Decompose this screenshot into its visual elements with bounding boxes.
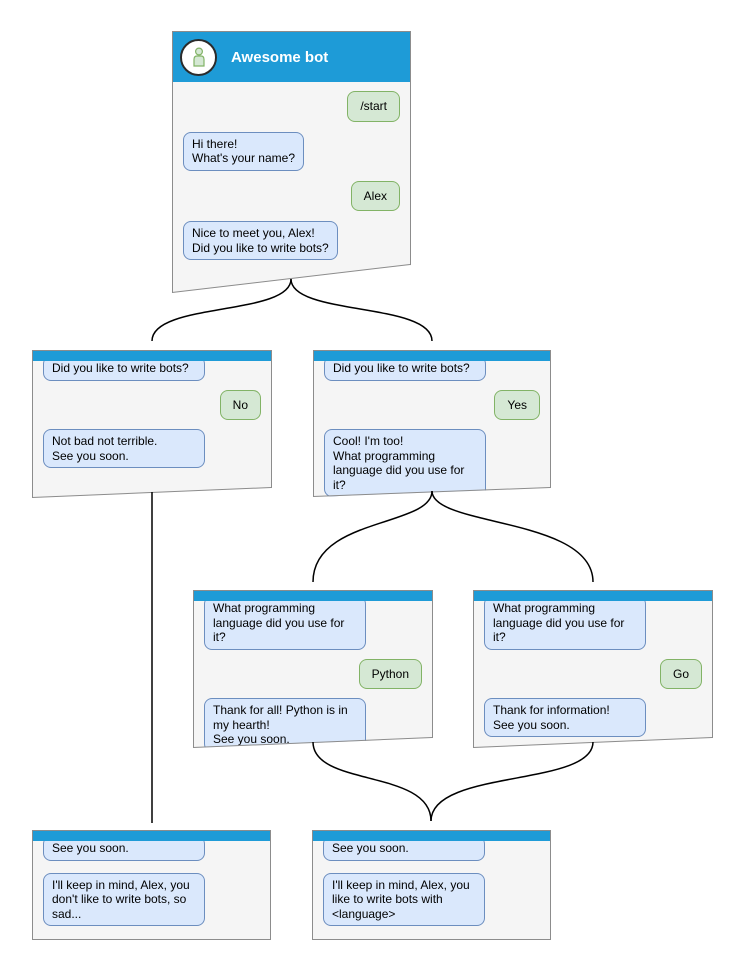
bot-message-bubble: Thank for all! Python is in my hearth! S… — [204, 698, 366, 748]
chat-header — [474, 591, 712, 601]
bot-message-bubble: Nice to meet you, Alex! Did you like to … — [183, 221, 338, 260]
chat-messages: /start Hi there! What's your name? Alex … — [173, 82, 410, 270]
chat-header — [194, 591, 432, 601]
user-message-bubble: No — [219, 389, 261, 420]
bot-message-bubble: What programming language did you use fo… — [484, 596, 646, 650]
chat-window-end-no: See you soon. I'll keep in mind, Alex, y… — [32, 830, 271, 940]
bot-message-bubble: I'll keep in mind, Alex, you don't like … — [43, 872, 205, 926]
arrow-go-to-end — [430, 741, 594, 822]
chat-header — [313, 831, 550, 841]
chat-header — [33, 831, 270, 841]
bot-message-bubble: I'll keep in mind, Alex, you like to wri… — [323, 872, 485, 926]
chat-window-branch-python: What programming language did you use fo… — [193, 590, 433, 748]
arrow-root-to-yes — [290, 278, 433, 342]
chat-messages: Did you like to write bots? Yes Cool! I'… — [314, 356, 550, 497]
user-message-bubble: Python — [358, 658, 422, 689]
chat-window-end-language: See you soon. I'll keep in mind, Alex, y… — [312, 830, 551, 940]
bot-message-bubble: Not bad not terrible. See you soon. — [43, 429, 205, 468]
chat-title: Awesome bot — [231, 48, 329, 66]
person-icon — [192, 47, 205, 67]
arrow-python-to-end — [312, 741, 432, 822]
bot-message-bubble: Thank for information! See you soon. — [484, 698, 646, 737]
chat-messages: Did you like to write bots? No Not bad n… — [33, 356, 271, 477]
chat-window-branch-yes: Did you like to write bots? Yes Cool! I'… — [313, 350, 551, 497]
avatar — [180, 38, 217, 76]
chat-window-branch-go: What programming language did you use fo… — [473, 590, 713, 748]
user-message-bubble: /start — [347, 91, 400, 122]
user-message-bubble: Yes — [494, 389, 540, 420]
arrow-yes-to-python — [312, 490, 433, 583]
bot-message-bubble: Cool! I'm too! What programming language… — [324, 429, 486, 497]
bot-message-bubble: Hi there! What's your name? — [183, 131, 305, 171]
arrow-yes-to-go — [431, 490, 594, 583]
chat-messages: See you soon. I'll keep in mind, Alex, y… — [313, 836, 550, 938]
chat-header — [33, 351, 271, 361]
chat-messages: What programming language did you use fo… — [474, 596, 712, 746]
user-message-bubble: Go — [659, 658, 702, 689]
chat-window-root: Awesome bot /start Hi there! What's your… — [172, 31, 411, 293]
chat-header: Awesome bot — [173, 32, 410, 82]
chat-messages: What programming language did you use fo… — [194, 596, 432, 748]
bot-message-bubble: What programming language did you use fo… — [204, 596, 366, 650]
chat-window-branch-no: Did you like to write bots? No Not bad n… — [32, 350, 272, 498]
chat-header — [314, 351, 550, 361]
user-message-bubble: Alex — [350, 180, 400, 211]
chat-messages: See you soon. I'll keep in mind, Alex, y… — [33, 836, 270, 938]
